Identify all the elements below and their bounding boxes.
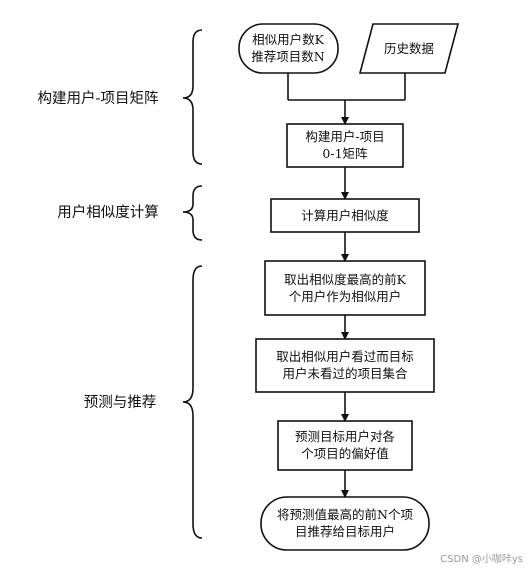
stage-brace-build [182,29,203,165]
node-calc-similarity-shape [270,198,420,233]
node-params-line-2: 推荐项目数N [251,49,325,64]
node-history-label: 历史数据 [384,41,434,56]
node-build-matrix-line-2: 0-1矩阵 [322,146,368,161]
stage-label-build: 构建用户-项目矩阵 [38,90,159,107]
node-predict: 预测目标用户对各 个项目的偏好值 [277,420,413,471]
node-history: 历史数据 [358,23,460,74]
node-params-shape [238,23,339,74]
node-calc-similarity: 计算用户相似度 [270,198,420,233]
node-recommend: 将预测值最高的前N个项 目推荐给目标用户 [260,496,430,551]
node-unseen-items: 取出相似用户看过而目标 用户未看过的项目集合 [255,338,435,393]
node-params-line-1: 相似用户数K [252,32,325,47]
node-predict-line-1: 预测目标用户对各 [295,429,396,444]
node-recommend-line-1: 将预测值最高的前N个项 [277,507,413,522]
stage-label-similarity: 用户相似度计算 [57,204,159,221]
node-unseen-items-line-2: 用户未看过的项目集合 [282,366,408,381]
node-history-shape [358,23,460,74]
node-unseen-items-shape [255,338,435,393]
node-build-matrix-line-1: 构建用户-项目 [305,129,384,144]
node-build-matrix-shape [286,123,404,168]
node-top-k: 取出相似度最高的前K 个用户作为相似用户 [264,260,426,316]
connectors [287,73,406,498]
watermark: CSDN @小咖咔ys [440,553,523,565]
node-predict-line-2: 个项目的偏好值 [301,446,389,461]
node-predict-shape [277,420,413,471]
node-top-k-line-2: 个用户作为相似用户 [289,289,402,304]
node-unseen-items-line-1: 取出相似用户看过而目标 [276,349,414,364]
stage-brace-similarity [182,185,203,241]
node-top-k-shape [264,260,426,316]
node-build-matrix: 构建用户-项目 0-1矩阵 [286,123,404,168]
node-recommend-line-2: 目推荐给目标用户 [295,524,395,539]
node-top-k-line-1: 取出相似度最高的前K [284,272,407,287]
node-params: 相似用户数K 推荐项目数N [238,23,339,74]
node-calc-similarity-label: 计算用户相似度 [301,208,389,223]
node-recommend-shape [260,496,430,551]
stage-label-predict: 预测与推荐 [84,394,157,411]
stage-brace-predict [182,265,203,539]
